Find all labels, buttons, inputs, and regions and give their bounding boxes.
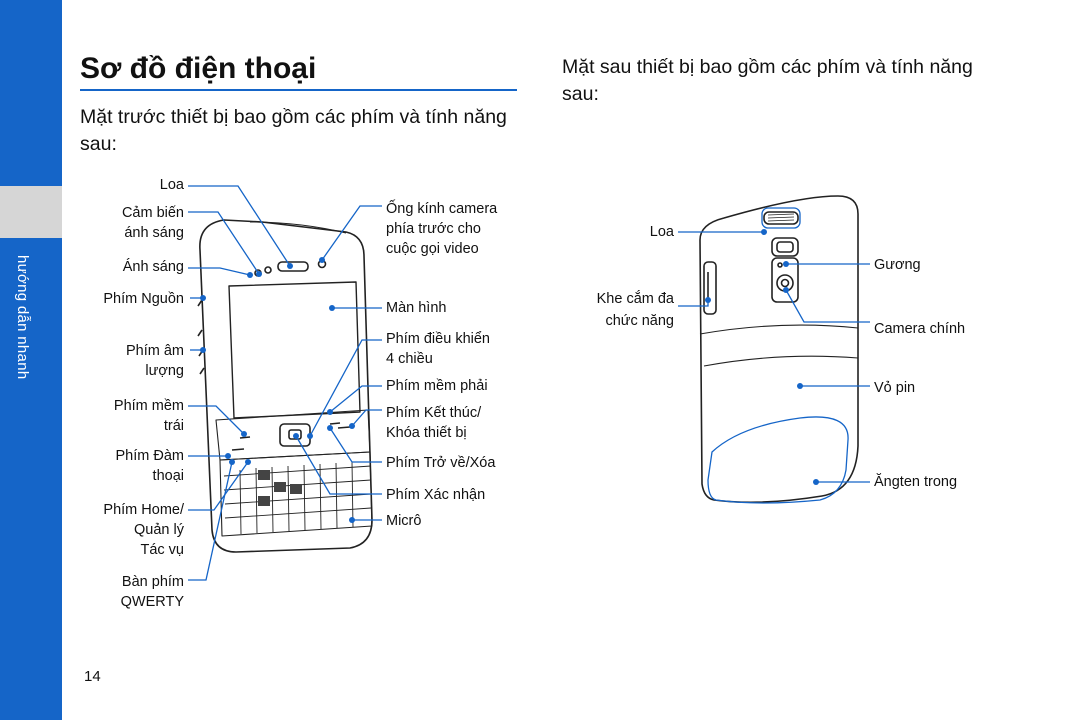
front-speaker bbox=[277, 261, 309, 272]
back-callout-dots bbox=[705, 229, 819, 485]
label-back-key: Phím Trở về/Xóa bbox=[386, 455, 496, 471]
label-front-camera-3: cuộc gọi video bbox=[386, 241, 479, 257]
front-callout-dots bbox=[200, 257, 355, 523]
title-underline bbox=[80, 89, 517, 91]
label-qwerty-2: QWERTY bbox=[120, 594, 184, 610]
label-right-softkey: Phím mềm phải bbox=[386, 378, 488, 394]
label-screen: Màn hình bbox=[386, 300, 447, 316]
front-intro: Mặt trước thiết bị bao gồm các phím và t… bbox=[80, 106, 507, 155]
label-qwerty-1: Bàn phím bbox=[121, 574, 184, 590]
label-loa-front: Loa bbox=[159, 177, 184, 193]
sidebar bbox=[0, 0, 62, 720]
mirror bbox=[771, 237, 799, 257]
back-speaker bbox=[763, 211, 799, 225]
page-number: 14 bbox=[84, 668, 101, 685]
label-mirror: Gương bbox=[874, 257, 921, 273]
back-phone-illustration bbox=[699, 195, 859, 504]
label-volume-key-2: lượng bbox=[145, 363, 184, 379]
label-front-camera-2: phía trước cho bbox=[386, 221, 481, 237]
label-flash-light: Ánh sáng bbox=[122, 259, 184, 275]
label-volume-key-1: Phím âm bbox=[125, 343, 184, 359]
label-nav-key-2: 4 chiều bbox=[386, 351, 433, 367]
back-callouts bbox=[678, 207, 870, 504]
label-power-key: Phím Nguồn bbox=[103, 291, 184, 307]
label-microphone: Micrô bbox=[386, 513, 422, 529]
page-title: Sơ đồ điện thoại bbox=[80, 52, 317, 85]
label-multi-slot-2: chức năng bbox=[605, 313, 674, 329]
label-loa-back: Loa bbox=[649, 224, 674, 240]
front-callouts bbox=[188, 185, 382, 581]
label-home-key-2: Quản lý bbox=[134, 522, 184, 538]
label-light-sensor-1: Cảm biến bbox=[121, 205, 184, 221]
label-light-sensor-2: ánh sáng bbox=[124, 225, 184, 241]
label-battery-cover: Vỏ pin bbox=[874, 380, 916, 396]
label-home-key-3: Tác vụ bbox=[140, 542, 184, 558]
label-left-softkey-1: Phím mềm bbox=[113, 398, 184, 414]
label-dial-key-2: thoại bbox=[152, 468, 184, 484]
sidebar-section-label: hướng dẫn nhanh bbox=[14, 255, 31, 380]
front-screen bbox=[228, 281, 361, 419]
multi-slot bbox=[703, 261, 717, 315]
label-front-camera-1: Ống kính camera bbox=[386, 201, 498, 217]
front-phone-illustration bbox=[197, 219, 373, 553]
back-intro: Mặt sau thiết bị bao gồm các phím và tín… bbox=[562, 56, 973, 105]
label-multi-slot-1: Khe cắm đa bbox=[596, 291, 674, 307]
label-end-key-2: Khóa thiết bị bbox=[386, 425, 467, 441]
sidebar-section-tab bbox=[0, 186, 62, 238]
label-main-camera: Camera chính bbox=[874, 321, 966, 337]
label-home-key-1: Phím Home/ bbox=[103, 502, 184, 518]
main-camera-housing bbox=[771, 257, 799, 303]
label-end-key-1: Phím Kết thúc/ bbox=[386, 405, 482, 421]
label-internal-antenna: Ăngten trong bbox=[874, 474, 958, 490]
label-nav-key-1: Phím điều khiển bbox=[386, 331, 490, 347]
label-left-softkey-2: trái bbox=[163, 418, 184, 434]
label-dial-key-1: Phím Đàm bbox=[115, 448, 185, 464]
label-confirm-key: Phím Xác nhận bbox=[386, 487, 486, 503]
